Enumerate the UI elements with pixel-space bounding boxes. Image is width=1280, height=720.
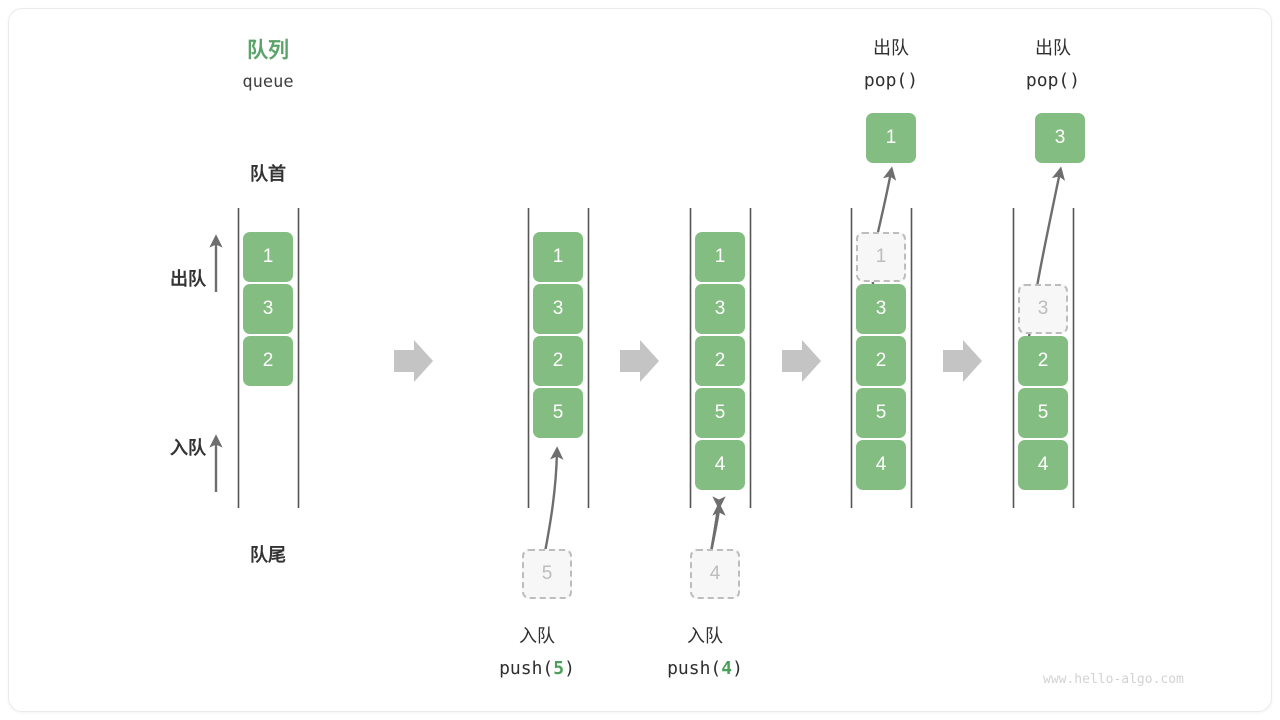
push-5-code-prefix: push(	[499, 658, 554, 679]
push-5-code-value: 5	[553, 658, 565, 679]
push-4-code-value: 4	[721, 658, 733, 679]
pop-3-label-cn: 出队	[1035, 38, 1071, 58]
popped-cell: 1	[866, 113, 916, 163]
queue-cell: 1	[695, 232, 745, 282]
queue-cell-new: 4	[695, 440, 745, 490]
pop-1-label-code: pop()	[863, 70, 919, 91]
queue-cell: 3	[533, 284, 583, 334]
push-5-label-code: push(5)	[462, 658, 612, 679]
push-4-label-cn: 入队	[687, 626, 723, 646]
pop-1-label-cn: 出队	[873, 38, 909, 58]
queue-cell: 4	[856, 440, 906, 490]
queue-cell: 4	[1018, 440, 1068, 490]
queue-cell: 5	[1018, 388, 1068, 438]
pop-3-label-code: pop()	[1025, 70, 1081, 91]
figure-title-cn: 队列	[247, 39, 289, 62]
queue-cell: 3	[243, 284, 293, 334]
push-4-label-code: push(4)	[630, 658, 780, 679]
queue-cell-ghost: 1	[856, 232, 906, 282]
queue-cell: 2	[695, 336, 745, 386]
queue-cell: 2	[533, 336, 583, 386]
queue-cell-new: 5	[533, 388, 583, 438]
push-5-label-cn: 入队	[519, 626, 555, 646]
incoming-ghost-cell: 4	[690, 549, 740, 599]
queue-cell-ghost: 3	[1018, 284, 1068, 334]
watermark: www.hello-algo.com	[1043, 672, 1184, 687]
queue-cell: 2	[243, 336, 293, 386]
queue-cell: 5	[695, 388, 745, 438]
push-4-code-prefix: push(	[667, 658, 722, 679]
queue-cell: 1	[533, 232, 583, 282]
rear-label: 队尾	[250, 545, 286, 565]
incoming-ghost-cell: 5	[522, 549, 572, 599]
popped-cell: 3	[1035, 113, 1085, 163]
queue-cell: 2	[856, 336, 906, 386]
queue-cell: 3	[856, 284, 906, 334]
queue-cell: 3	[695, 284, 745, 334]
queue-cell: 2	[1018, 336, 1068, 386]
push-5-code-suffix: )	[564, 658, 575, 679]
queue-cell: 1	[243, 232, 293, 282]
front-label: 队首	[250, 164, 286, 184]
dequeue-direction-label: 出队	[170, 269, 206, 289]
figure-title-en: queue	[242, 72, 294, 92]
queue-cell: 5	[856, 388, 906, 438]
push-4-code-suffix: )	[732, 658, 743, 679]
enqueue-direction-label: 入队	[170, 438, 206, 458]
